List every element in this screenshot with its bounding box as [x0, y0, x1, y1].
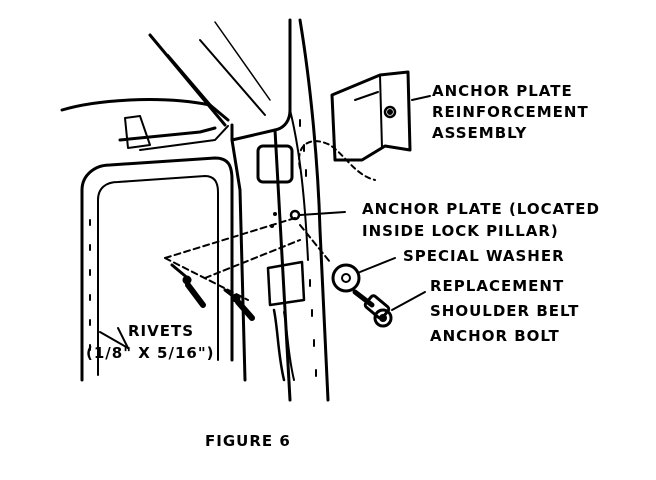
anchor-plate-label-line1: ANCHOR PLATE (LOCATED [362, 200, 600, 218]
rivets-label-line1: RIVETS [128, 322, 195, 340]
reinforcement-bracket [330, 70, 412, 162]
anchor-plate-label-line2: INSIDE LOCK PILLAR) [362, 222, 559, 240]
special-washer [331, 263, 361, 293]
bolt-label-line1: REPLACEMENT [430, 277, 565, 295]
body-panel-outline [60, 21, 271, 151]
anchor-plate [270, 209, 301, 228]
bracket-dashed-leader [298, 140, 376, 181]
reinforcement-label-line1: ANCHOR PLATE [432, 82, 573, 100]
anchor-bolt [352, 289, 393, 328]
figure-caption: FIGURE 6 [205, 432, 291, 450]
rivet-1 [170, 263, 206, 308]
reinforcement-label-line3: ASSEMBLY [432, 124, 528, 142]
special-washer-label: SPECIAL WASHER [403, 247, 565, 265]
rivets-label-line2: (1/8" X 5/16") [86, 344, 215, 362]
door-frame [80, 156, 234, 382]
label-leaders [99, 95, 431, 349]
bolt-label-line3: ANCHOR BOLT [430, 327, 560, 345]
rivet-2 [223, 288, 255, 321]
assembly-dashed-lines [164, 217, 331, 301]
bolt-label-line2: SHOULDER BELT [430, 302, 580, 320]
lock-pillar [230, 18, 330, 402]
reinforcement-label-line2: REINFORCEMENT [432, 103, 589, 121]
